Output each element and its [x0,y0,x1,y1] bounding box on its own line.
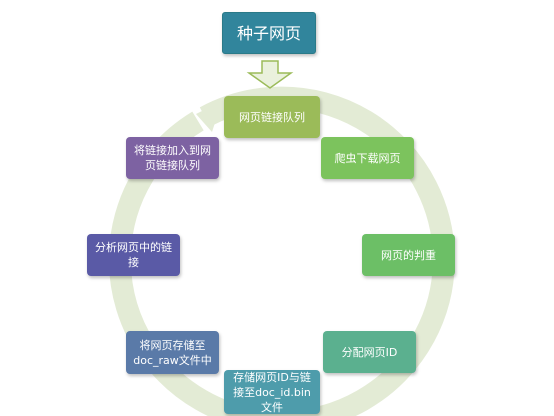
step-analyze-links-label: 分析网页中的链接 [95,241,172,269]
step-url-queue: 网页链接队列 [224,96,320,138]
step-dedup-label: 网页的判重 [381,248,436,262]
seed-page-box: 种子网页 [222,12,316,54]
step-crawler-download: 爬虫下载网页 [321,137,414,179]
step-assign-id-label: 分配网页ID [341,345,398,359]
step-assign-id: 分配网页ID [323,331,416,373]
step-url-queue-label: 网页链接队列 [239,110,305,124]
step-store-raw-label: 将网页存储至doc_raw文件中 [133,338,212,367]
step-add-links-to-queue-label: 将链接加入到网页链接队列 [134,144,211,172]
step-store-id-link-label: 存储网页ID与链接至doc_id.bin文件 [233,370,311,414]
seed-down-arrow [246,60,294,89]
step-add-links-to-queue: 将链接加入到网页链接队列 [126,137,219,179]
cycle-ring-arrowhead [196,101,222,132]
seed-page-label: 种子网页 [236,23,301,43]
step-analyze-links: 分析网页中的链接 [87,234,180,276]
step-store-raw: 将网页存储至doc_raw文件中 [126,331,219,374]
step-crawler-download-label: 爬虫下载网页 [334,151,401,165]
step-store-id-link: 存储网页ID与链接至doc_id.bin文件 [224,370,320,414]
step-dedup: 网页的判重 [362,234,455,276]
